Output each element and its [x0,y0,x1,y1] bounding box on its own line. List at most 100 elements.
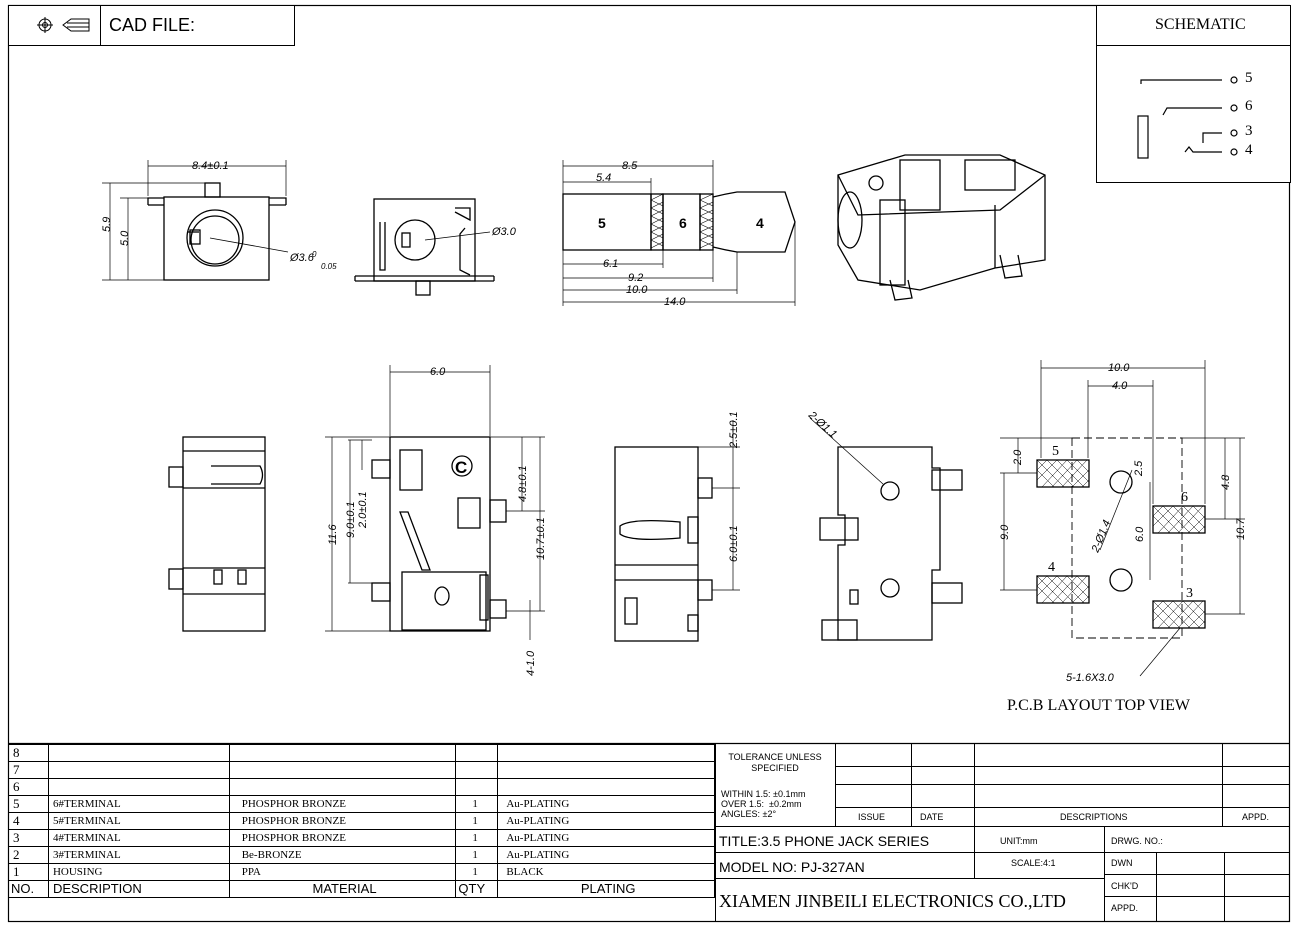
title-block: TOLERANCE UNLESS SPECIFIED WITHIN 1.5: ±… [715,744,1289,921]
tolerance-within: WITHIN 1.5: ±0.1mm [721,789,806,799]
bom-no: 2 [8,846,49,864]
schematic-pin-6: 6 [1245,98,1253,114]
bom-row: 3 4#TERMINAL PHOSPHOR BRONZE 1 Au-PLATIN… [8,829,715,847]
bom-plating: Au-PLATING [497,812,715,830]
dim-plug-c: 6.1 [603,258,618,270]
appd2-label: APPD. [1111,903,1139,913]
schematic-pin-4: 4 [1245,142,1253,158]
bom-material: PHOSPHOR BRONZE [228,795,457,813]
tolerance-over: OVER 1.5: ±0.2mm [721,799,802,809]
plug-knurl-hatch [650,193,714,249]
bom-row: 2 3#TERMINAL Be-BRONZE 1 Au-PLATING [8,846,715,864]
dim-front-width: 8.4±0.1 [192,160,229,172]
bom-header-row: NO. DESCRIPTION MATERIAL QTY PLATING [8,880,715,898]
plug-segment-6: 6 [679,215,687,231]
bom-row: 1 HOUSING PPA 1 BLACK [8,863,715,881]
cad-file-box: CAD FILE: [8,5,295,46]
bom-no: 6 [8,778,49,796]
dim-plug-d: 9.2 [628,272,643,284]
tolerance-label: TOLERANCE UNLESS SPECIFIED [728,752,822,773]
bom-desc: 5#TERMINAL [47,812,230,830]
dim-front-body: 5.0 [119,230,131,246]
date-label: DATE [920,812,944,822]
dim-back-b: 6.0±0.1 [728,525,740,562]
bom-no: 7 [8,761,49,779]
bom-row-empty: 8 [8,744,715,762]
bom-table: 8 7 6 5 6#TERMINAL PHOSPHOR BRONZE 1 Au-… [8,744,715,898]
dim-front-tol-lower: 0.05 [321,262,337,271]
bom-desc: HOUSING [47,863,230,881]
dim-top-pin-offset: 2.0±0.1 [357,491,369,529]
mechanical-views: 8.4±0.1 5.9 5.0 Ø3.6 0 0.05 Ø3.0 8.5 5.4… [101,154,1247,714]
bom-desc: 3#TERMINAL [47,846,230,864]
bom-material: PHOSPHOR BRONZE [228,812,457,830]
pcb-pad-6: 6 [1181,490,1188,505]
bom-plating: Au-PLATING [497,795,715,813]
bom-material: PPA [228,863,457,881]
dwn-label: DWN [1111,858,1133,868]
bom-header-no: NO. [8,880,49,898]
plug-segment-5: 5 [598,215,606,231]
dim-front-tol-upper: 0 [312,250,317,259]
dim-top-width: 6.0 [430,366,446,378]
pcb-pad-hatch [1036,459,1206,629]
projection-symbol-icon [37,6,101,45]
dim-front-hole: Ø3.6 [289,252,315,264]
bom-header-desc: DESCRIPTION [47,880,230,898]
dim-pcb-holes: 2-Ø1.4 [1089,518,1113,555]
bom-row: 4 5#TERMINAL PHOSPHOR BRONZE 1 Au-PLATIN… [8,812,715,830]
dim-pcb-b: 2.5 [1133,460,1145,477]
dim-bottom-holes: 2-Ø1.1 [805,409,839,441]
bom-plating: Au-PLATING [497,846,715,864]
issue-label: ISSUE [858,812,886,822]
dim-top-length: 11.6 [327,524,339,545]
front-view [102,160,289,281]
descriptions-label: DESCRIPTIONS [1060,812,1128,822]
isometric-view [837,154,1046,301]
schematic-title: SCHEMATIC [1155,16,1246,33]
bom-material: Be-BRONZE [228,846,457,864]
pcb-pad-5: 5 [1052,444,1059,459]
pcb-pad-3: 3 [1186,586,1193,601]
bom-no: 4 [8,812,49,830]
schematic-pin-5: 5 [1245,70,1253,86]
scale-label: SCALE:4:1 [1011,858,1056,868]
model-number: MODEL NO: PJ-327AN [719,859,865,875]
bom-row: 5 6#TERMINAL PHOSPHOR BRONZE 1 Au-PLATIN… [8,795,715,813]
bom-material: PHOSPHOR BRONZE [228,829,457,847]
company-name: XIAMEN JINBEILI ELECTRONICS CO.,LTD [719,891,1066,911]
appd-label: APPD. [1242,812,1270,822]
dim-pcb-a: 2.0 [1012,449,1024,466]
pcb-caption: P.C.B LAYOUT TOP VIEW [1007,697,1191,714]
dim-plug-f: 14.0 [664,296,686,308]
bom-qty: 1 [455,812,499,830]
dim-top-right-a: 4.8±0.1 [517,465,529,502]
bottom-view [809,417,963,641]
bom-qty: 1 [455,795,499,813]
pcb-layout [1000,360,1245,677]
dim-pcb-c: 4.8 [1220,474,1232,490]
dim-pcb-e: 6.0 [1134,526,1146,542]
dim-plug-a: 8.5 [622,160,638,172]
cad-file-label: CAD FILE: [109,15,196,35]
dim-front-height: 5.9 [101,217,113,232]
bom-header-material: MATERIAL [228,880,457,898]
bom-header-qty: QTY [455,880,499,898]
bom-no: 1 [8,863,49,881]
back-view [614,420,740,642]
drwg-no-label: DRWG. NO.: [1111,836,1163,846]
bom-desc: 6#TERMINAL [47,795,230,813]
dim-plug-b: 5.4 [596,172,611,184]
unit-label: UNIT:mm [1000,836,1038,846]
tolerance-angles: ANGLES: ±2° [721,809,777,819]
side-profile-view [168,436,266,632]
bom-qty: 1 [455,846,499,864]
dim-pcb-width: 10.0 [1108,362,1130,374]
pcb-pad-4: 4 [1048,560,1055,575]
bom-plating: BLACK [497,863,715,881]
plug-segment-4: 4 [756,215,764,231]
dim-pcb-f: 10.7 [1235,518,1247,540]
bom-plating: Au-PLATING [497,829,715,847]
